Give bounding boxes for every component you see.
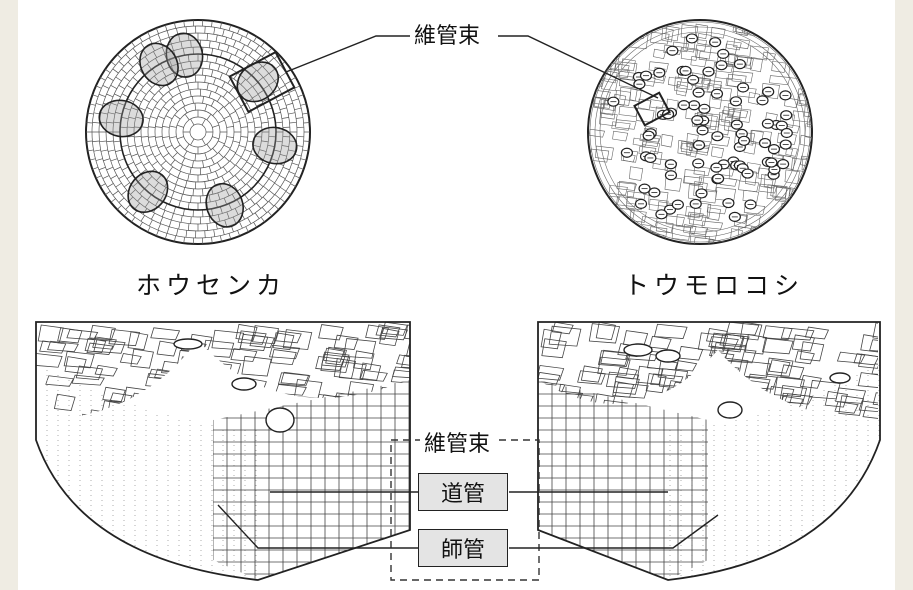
vascular-bundle-label-bottom: 維管束 bbox=[420, 426, 495, 458]
dicot-cross-section bbox=[85, 19, 311, 245]
vascular-bundle-mark bbox=[165, 32, 204, 78]
bundle-highlight-box bbox=[633, 91, 671, 127]
xylem-box: 道管 bbox=[418, 473, 508, 511]
vascular-bundle-mark bbox=[717, 401, 743, 419]
dicot-3d-block bbox=[35, 321, 411, 581]
stem-illustration bbox=[35, 19, 881, 581]
phloem-leader-right bbox=[509, 514, 719, 549]
vascular-bundle-mark bbox=[829, 372, 851, 384]
monocot-3d-block bbox=[537, 321, 881, 581]
vascular-bundle-mark bbox=[98, 99, 144, 138]
vascular-bundle-mark bbox=[655, 349, 681, 363]
vascular-bundle-mark bbox=[139, 42, 179, 87]
leader-line bbox=[285, 35, 418, 73]
phloem-leader-left bbox=[217, 504, 418, 549]
monocot-label: トウモロコシ bbox=[624, 271, 805, 300]
dicot-label: ホウセンカ bbox=[136, 271, 287, 300]
bundle-highlight-box bbox=[228, 50, 296, 114]
vascular-bundle-label-top: 維管束 bbox=[410, 18, 485, 50]
vascular-bundle-mark bbox=[252, 126, 298, 165]
monocot-cross-section bbox=[587, 19, 813, 245]
phloem-box: 師管 bbox=[418, 529, 508, 567]
figure-panel: 維管束 ホウセンカ トウモロコシ 維管束 道管 師管 bbox=[18, 0, 895, 590]
vascular-bundle-mark bbox=[265, 407, 295, 433]
vascular-bundle-mark bbox=[623, 343, 653, 357]
leader-line bbox=[498, 35, 659, 99]
vascular-bundle-mark bbox=[173, 338, 203, 350]
vascular-bundle-mark bbox=[127, 170, 169, 213]
vascular-bundle-mark bbox=[205, 182, 244, 228]
vascular-bundle-mark bbox=[231, 377, 257, 391]
